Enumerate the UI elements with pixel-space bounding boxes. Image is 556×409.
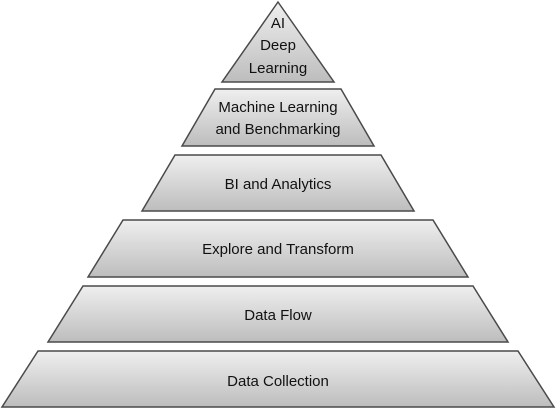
tier-data-flow-label: Data Flow bbox=[244, 307, 312, 324]
tier-ai-deep-learning: AI Deep Learning bbox=[220, 0, 336, 83]
tier-ml-line-2: and Benchmarking bbox=[215, 121, 340, 138]
tier-data-collection-label: Data Collection bbox=[227, 373, 329, 390]
tier-ai-line-1: AI bbox=[271, 15, 285, 32]
tier-data-flow: Data Flow bbox=[46, 285, 510, 343]
tier-bi-label: BI and Analytics bbox=[225, 176, 332, 193]
tier-ai-line-2: Deep bbox=[260, 37, 296, 54]
tier-data-collection: Data Collection bbox=[0, 350, 556, 408]
tier-ai-line-3: Learning bbox=[249, 60, 307, 77]
tier-machine-learning: Machine Learning and Benchmarking bbox=[180, 88, 376, 147]
tier-bi-analytics: BI and Analytics bbox=[140, 154, 416, 212]
tier-explore-label: Explore and Transform bbox=[202, 241, 354, 258]
tier-ml-line-1: Machine Learning bbox=[218, 99, 337, 116]
tier-explore-transform: Explore and Transform bbox=[86, 219, 470, 278]
